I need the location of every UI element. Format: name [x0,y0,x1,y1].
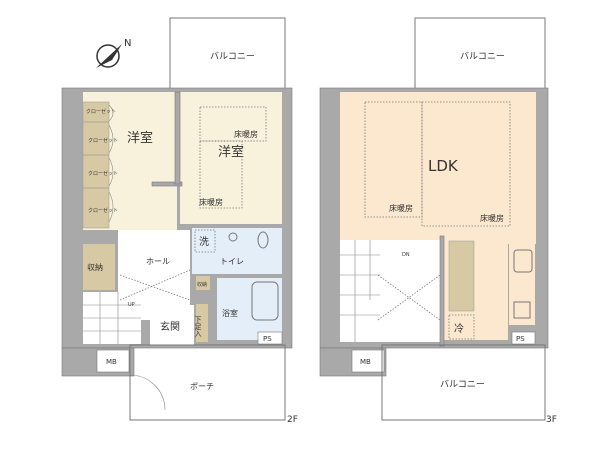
balcony-3f-bottom [381,344,546,421]
entrance [150,305,194,345]
ldk [340,92,536,244]
north-label: N [124,38,131,49]
refrigerator-label: 冷 [454,322,464,335]
hall-label: ホール [146,257,170,266]
closet-label: クローゼット [88,207,118,214]
kitchen-sink-icon [513,249,533,273]
floor-heating-label: 床暖房 [480,213,504,223]
floor-heating-label: 床暖房 [199,197,223,207]
closet-column [82,101,110,229]
mb-label: MB [360,358,371,366]
porch-label: ポーチ [190,382,214,391]
stairs-down-label: DN [402,252,410,258]
storage-label: 収納 [87,262,103,272]
sink-icon [228,232,238,242]
storage-label: 収納 [197,281,207,288]
porch [129,344,286,421]
balcony-label: バルコニー [210,51,255,62]
compass-icon: N [96,38,131,68]
kitchen-counter [448,240,475,312]
shoe-cabinet-label: 下足入 [194,316,202,337]
stairs-3f [340,240,440,342]
toilet-washroom [192,228,282,274]
western-room-2 [180,92,282,224]
storage-1 [83,244,115,290]
toilet-label: トイレ [220,257,244,266]
bathroom [217,278,282,340]
ps-label: PS [516,335,525,343]
floor-label-2f: 2F [287,415,298,425]
toilet-icon [257,231,269,249]
floor-label-3f: 3F [546,415,557,425]
washroom-label: 洗 [199,236,209,248]
entrance-label: 玄関 [160,320,180,333]
stairs-up-label: UP [128,302,135,308]
closet-label: クローゼット [86,108,116,115]
ps-label: PS [263,335,272,343]
bathroom-label: 浴室 [222,308,238,318]
mb-label: MB [106,358,117,366]
bathtub-icon [251,281,279,321]
closet-label: クローゼット [88,170,118,177]
floor-3f: バルコニー LDK 床暖房 床暖房 DN 冷 PS MB バルコニー 3F [319,17,557,425]
floor-heating-label: 床暖房 [389,203,413,213]
balcony-label: バルコニー [460,51,505,62]
floor-2f: バルコニー クローゼット クローゼット クローゼット クローゼット 洋室 洋室 … [61,17,298,425]
shoe-cabinet [196,304,208,342]
balcony-label: バルコニー [440,379,485,390]
floor-heating-label: 床暖房 [234,129,258,139]
western-room-1-label: 洋室 [127,130,153,146]
ldk-label: LDK [428,157,459,175]
stove-icon [513,301,531,319]
western-room-2-label: 洋室 [218,144,244,160]
storage-2 [196,276,210,290]
closet-label: クローゼット [88,137,118,144]
